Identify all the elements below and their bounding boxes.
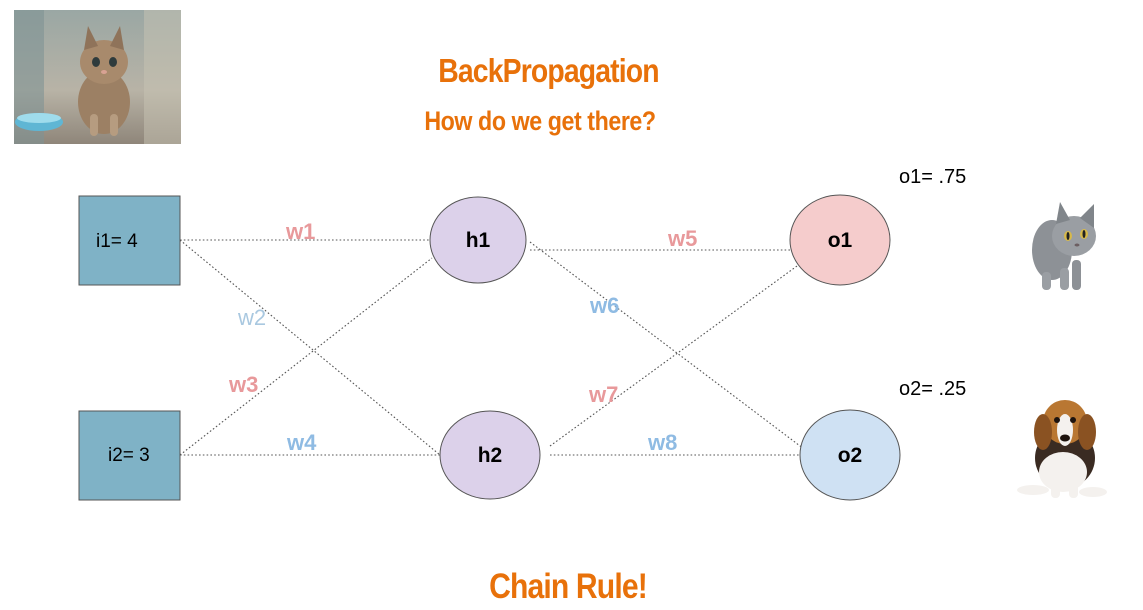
hidden-node-h2 [439,410,541,500]
input-node-i1 [78,195,181,286]
kitten-photo [14,10,181,144]
weight-label-w6: w6 [589,293,619,318]
page-title: BackPropagation [438,52,659,89]
input-node-i2 [78,410,181,501]
weight-label-w5: w5 [667,226,697,251]
weight-label-w1: w1 [285,219,315,244]
weight-label-w2: w2 [237,305,266,330]
output-value-o1: o1= .75 [899,166,967,188]
output-node-o2 [799,409,901,501]
output-node-o1 [789,194,891,286]
beagle-photo [1003,368,1123,514]
input-label-i2: i2= 3 [108,445,150,466]
input-label-i1: i1= 4 [96,231,138,252]
edge-i1-h2 [179,239,441,456]
hidden-node-h1 [429,196,527,284]
edge-i2-h1 [179,257,433,456]
footer-chain-rule: Chain Rule! [489,567,648,606]
output-label-o2: o2 [838,444,863,467]
weight-label-w7: w7 [588,382,618,407]
hidden-label-h1: h1 [466,229,491,252]
gray-cat-photo [1032,202,1096,290]
weight-label-w8: w8 [647,430,677,455]
output-label-o1: o1 [828,229,853,252]
hidden-label-h2: h2 [478,444,503,467]
weight-label-w3: w3 [228,372,258,397]
output-value-o2: o2= .25 [899,378,967,400]
edge-h2-o1 [549,257,809,447]
weight-label-w4: w4 [286,430,317,455]
page-subtitle: How do we get there? [424,106,656,136]
edge-h1-o2 [529,241,813,456]
